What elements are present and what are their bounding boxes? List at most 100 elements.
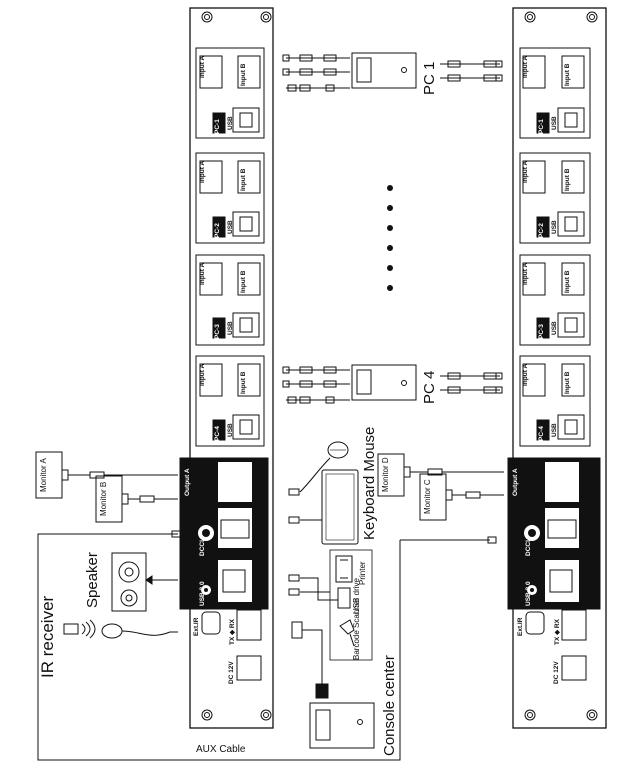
right-pc3-input-b-label: Input B (564, 270, 571, 293)
right-pc3-usb-label: USB (551, 321, 558, 335)
printer-icon (335, 555, 353, 583)
right-pc1-input-b-label: Input B (564, 63, 571, 86)
monitor-b-icon (95, 475, 178, 523)
right-pc4-input-a-label: Input A (522, 363, 529, 386)
left-pc2-input-b-label: Input B (240, 168, 247, 191)
kb-mouse-cable (299, 457, 331, 521)
left-screw-bottom-left (201, 709, 213, 721)
right-usb20-label: USB 2.0 (525, 581, 532, 606)
left-pc2-input-a-label: Input A (199, 160, 206, 183)
left-dc12v-port (236, 655, 262, 681)
left-kvm-chassis (189, 7, 274, 729)
mouse-icon (327, 441, 349, 459)
left-pc1-port-block (195, 47, 265, 139)
right-txrx-port (561, 609, 587, 641)
right-pc2-port-block (519, 152, 591, 244)
right-pc1-input-a-label: Input A (522, 55, 529, 78)
right-dc12v-port (561, 655, 587, 681)
monitor-d-icon (377, 453, 504, 497)
right-ext-ir-label: Ext.IR (517, 617, 524, 636)
left-pc4-port-block (195, 355, 265, 447)
monitor-b-label: Monitor B (99, 481, 108, 516)
right-pc3-port-block (519, 254, 591, 346)
left-screw-bottom-right (260, 709, 272, 721)
right-pc2-tag: PC-2 (538, 223, 545, 238)
pc1-cables-left (282, 54, 350, 92)
pc4-label: PC 4 (421, 370, 438, 404)
left-dc12v-label: DC 12V (228, 661, 235, 684)
left-screw-top-right (260, 11, 272, 23)
ir-receiver-icon (63, 619, 178, 639)
right-dc12v-label: DC 12V (553, 661, 560, 684)
usb-hub-connector (291, 621, 303, 639)
left-pc4-tag: PC-4 (214, 426, 221, 441)
left-pc3-input-b-label: Input B (240, 270, 247, 293)
left-pc1-input-b-label: Input B (240, 63, 247, 86)
monitor-a-label: Monitor A (39, 458, 48, 492)
ir-receiver-label: IR receiver (38, 595, 57, 678)
keyboard-icon (321, 469, 359, 545)
left-screw-top-left (201, 11, 213, 23)
left-pc2-port-block (195, 152, 265, 244)
right-pc1-tag: PC-1 (538, 119, 545, 134)
left-pc3-usb-label: USB (227, 321, 234, 335)
pc4-tower (351, 364, 417, 401)
pc1-label: PC 1 (421, 61, 438, 95)
right-pc2-usb-label: USB (551, 220, 558, 234)
monitor-c-label: Monitor C (423, 479, 432, 514)
left-pc3-input-a-label: Input A (199, 262, 206, 285)
left-pc4-input-a-label: Input A (199, 363, 206, 386)
right-txrx-label: TX ◆ RX (554, 619, 561, 645)
right-pc1-port-block (519, 47, 591, 139)
pc4-cables-left (282, 366, 350, 404)
left-ext-ir-port (201, 611, 221, 635)
right-pc4-port-block (519, 355, 591, 447)
left-pc3-tag: PC-3 (214, 324, 221, 339)
keyboard-mouse-label: Keyboard Mouse (361, 426, 378, 540)
right-pc2-input-a-label: Input A (522, 160, 529, 183)
left-usb20-label: USB 2.0 (199, 581, 206, 606)
left-output-a-label: Output A (184, 468, 191, 496)
left-dcci-label: DCCI (199, 540, 206, 556)
left-pc4-usb-label: USB (227, 423, 234, 437)
peripheral-group-box (329, 549, 373, 661)
speaker-label: Speaker (84, 552, 101, 608)
right-pc2-input-b-label: Input B (564, 168, 571, 191)
monitor-c-icon (419, 473, 504, 521)
right-pc1-usb-label: USB (551, 116, 558, 130)
left-output-b-label: Output B (242, 472, 249, 500)
left-pc1-usb-label: USB (227, 116, 234, 130)
left-pc1-tag: PC-1 (214, 119, 221, 134)
left-pc2-tag: PC-2 (214, 223, 221, 238)
console-center-label: Console center (381, 655, 398, 756)
aux-cable-label: AUX Cable (196, 744, 246, 755)
monitor-a-icon (35, 451, 178, 499)
console-center-tower (309, 702, 375, 749)
right-pc3-input-a-label: Input A (522, 262, 529, 285)
right-pc4-tag: PC-4 (538, 426, 545, 441)
right-output-a-label: Output A (512, 468, 519, 496)
right-pc4-input-b-label: Input B (564, 371, 571, 394)
barcode-scanner-icon (339, 619, 355, 647)
pc4-cables-right (440, 372, 503, 394)
monitor-d-label: Monitor D (381, 457, 390, 492)
left-txrx-label: TX ◆ RX (229, 619, 236, 645)
left-ext-ir-label: Ext.IR (193, 617, 200, 636)
left-pc3-port-block (195, 254, 265, 346)
usb-drive-icon (337, 587, 351, 609)
console-link-line (37, 533, 401, 761)
left-pc2-usb-label: USB (227, 220, 234, 234)
right-output-b-label: Output B (568, 472, 575, 500)
barcode-scanner-label: Barcode Scanner (352, 598, 361, 660)
left-pc4-input-b-label: Input B (240, 371, 247, 394)
right-pc4-usb-label: USB (551, 423, 558, 437)
left-pc1-input-a-label: Input A (199, 55, 206, 78)
speaker-icon (111, 552, 147, 612)
right-dcci-label: DCCI (525, 540, 532, 556)
pc1-cables-right (440, 60, 503, 82)
right-ext-ir-port (525, 611, 545, 635)
pc1-tower (351, 52, 417, 89)
left-txrx-port (236, 609, 262, 641)
